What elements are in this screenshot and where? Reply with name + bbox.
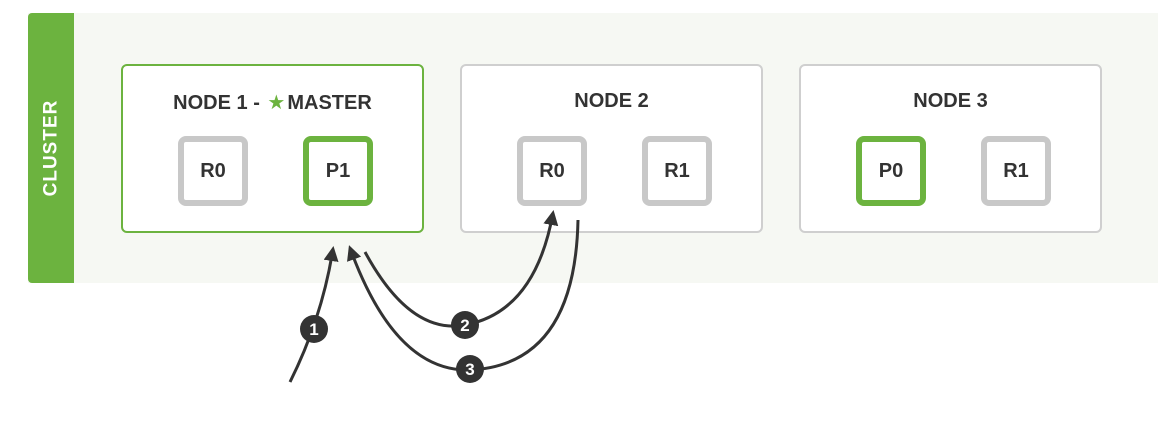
step-3-badge: 3 <box>456 355 484 383</box>
step-1-badge: 1 <box>300 315 328 343</box>
step-3-label: 3 <box>465 360 474 379</box>
step-2-badge: 2 <box>451 311 479 339</box>
shard-replica: R1 <box>981 136 1051 206</box>
node-3: NODE 3 P0 R1 <box>799 64 1102 233</box>
shard-replica: R0 <box>178 136 248 206</box>
shard-primary: P0 <box>856 136 926 206</box>
arrow-step-3 <box>347 219 580 372</box>
node-2: NODE 2 R0 R1 <box>460 64 763 233</box>
step-1-label: 1 <box>309 320 318 339</box>
node-3-title: NODE 3 <box>913 90 988 112</box>
star-icon: ★ <box>267 92 286 114</box>
node-2-title: NODE 2 <box>574 90 649 112</box>
node-1: NODE 1 - ★MASTER R0 P1 <box>121 64 424 233</box>
arrow-step-2 <box>363 210 559 328</box>
node-1-title-prefix: NODE 1 - <box>173 92 266 114</box>
step-2-label: 2 <box>460 316 469 335</box>
cluster-tab: CLUSTER <box>28 13 74 283</box>
node-1-title-suffix: MASTER <box>287 92 372 114</box>
shard-replica: R0 <box>517 136 587 206</box>
shard-primary: P1 <box>303 136 373 206</box>
node-1-title: NODE 1 - ★MASTER <box>123 90 422 115</box>
shard-replica: R1 <box>642 136 712 206</box>
